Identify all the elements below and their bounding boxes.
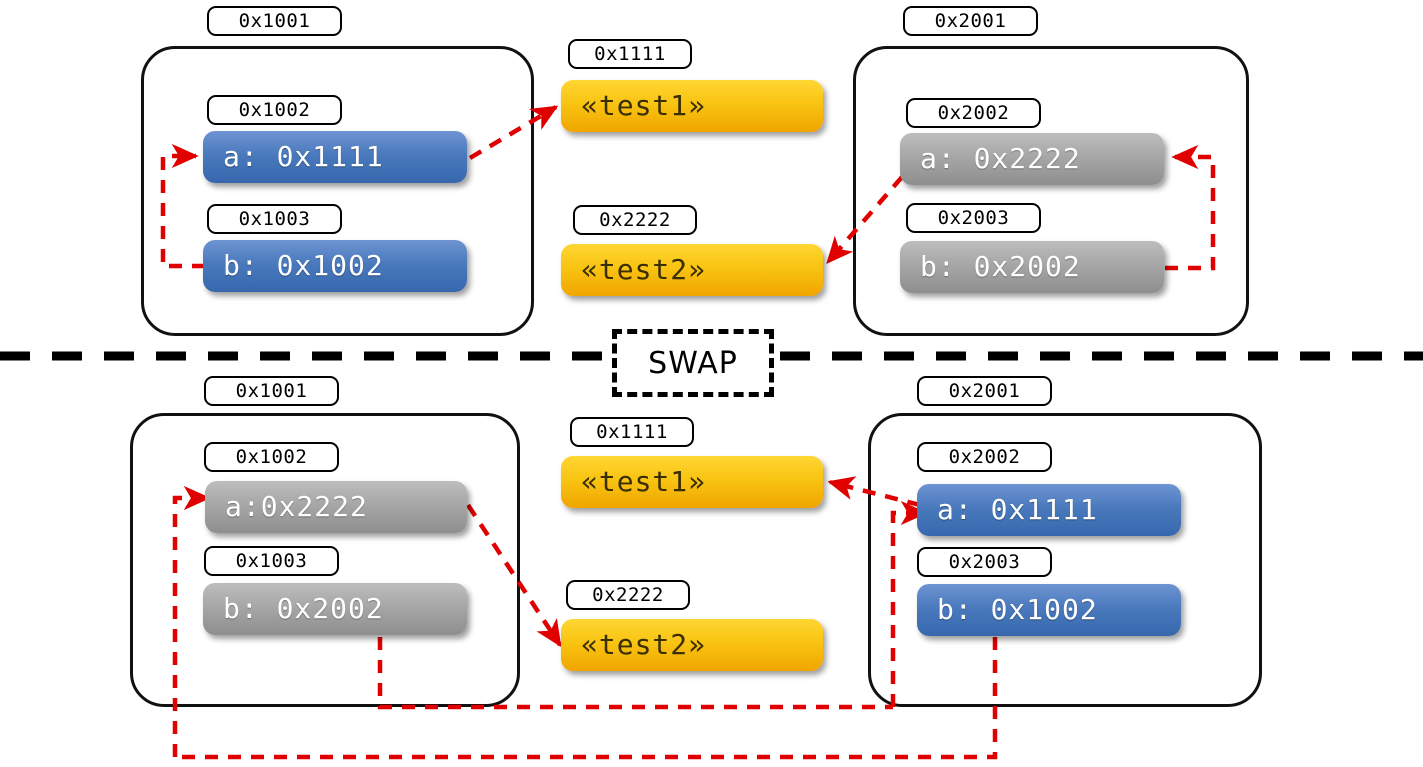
after-left-frame-address: 0x1001 — [204, 376, 339, 406]
after-left-slot0-value: a:0x2222 — [205, 481, 467, 533]
after-heap0-value: «test1» — [561, 456, 823, 508]
after-left-slot1-address: 0x1003 — [204, 546, 339, 576]
after-left-slot1-value: b: 0x2002 — [203, 583, 467, 635]
after-right-slot0-value: a: 0x1111 — [917, 484, 1181, 536]
before-left-frame-address: 0x1001 — [207, 6, 342, 36]
after-right-frame-address: 0x2001 — [917, 376, 1052, 406]
after-right-slot1-address: 0x2003 — [917, 547, 1052, 577]
after-heap0-address: 0x1111 — [570, 417, 694, 447]
after-right-slot0-address: 0x2002 — [917, 442, 1052, 472]
after-right-slot1-value: b: 0x1002 — [917, 584, 1181, 636]
before-right-slot0-value: a: 0x2222 — [900, 133, 1164, 185]
after-heap1-address: 0x2222 — [566, 580, 690, 610]
swap-label: SWAP — [648, 345, 738, 381]
before-left-slot0-address: 0x1002 — [207, 95, 342, 125]
before-left-slot0-value: a: 0x1111 — [203, 131, 467, 183]
before-left-frame — [141, 46, 534, 336]
before-left-slot1-address: 0x1003 — [207, 204, 342, 234]
before-right-slot1-value: b: 0x2002 — [900, 241, 1164, 293]
before-heap1-value: «test2» — [561, 244, 823, 296]
before-heap0-value: «test1» — [561, 80, 823, 132]
before-right-frame-address: 0x2001 — [903, 6, 1038, 36]
before-heap0-address: 0x1111 — [568, 39, 692, 69]
after-heap1-value: «test2» — [561, 619, 823, 671]
before-heap1-address: 0x2222 — [573, 205, 697, 235]
after-left-slot0-address: 0x1002 — [204, 442, 339, 472]
before-right-slot0-address: 0x2002 — [906, 98, 1041, 128]
swap-divider-box: SWAP — [612, 329, 774, 397]
before-left-slot1-value: b: 0x1002 — [203, 240, 467, 292]
before-right-slot1-address: 0x2003 — [906, 203, 1041, 233]
